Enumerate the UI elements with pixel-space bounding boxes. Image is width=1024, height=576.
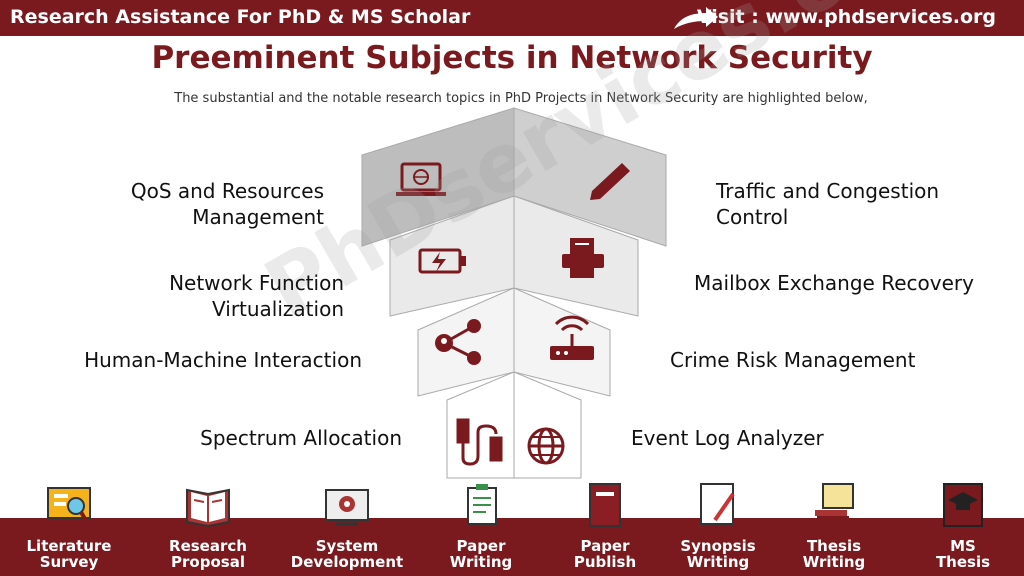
topic-spectrum: Spectrum Allocation — [200, 426, 402, 450]
topic-hmi: Human-Machine Interaction — [84, 348, 362, 372]
magnifier-board-icon — [47, 487, 91, 526]
router-icon — [550, 315, 594, 360]
arrow-icon — [674, 7, 718, 29]
scroll-books-icon — [815, 483, 854, 522]
battery-charge-icon — [418, 248, 466, 274]
footer-bar — [0, 518, 1024, 576]
graduation-cap-book-icon — [943, 483, 983, 527]
pen-paper-icon — [700, 483, 735, 525]
topic-mailbox: Mailbox Exchange Recovery — [694, 271, 974, 295]
page-subtitle: The substantial and the notable research… — [174, 91, 868, 106]
clipboard-icon — [467, 484, 497, 525]
share-icon — [435, 319, 481, 365]
page-title: Preeminent Subjects in Network Security — [151, 40, 873, 76]
pencil-icon — [590, 163, 630, 200]
printer-icon — [562, 238, 604, 278]
topic-crime: Crime Risk Management — [670, 348, 916, 372]
monitor-gear-icon — [325, 489, 369, 526]
laptop-globe-icon — [396, 162, 446, 196]
globe-icon — [527, 427, 565, 465]
topic-eventlog: Event Log Analyzer — [631, 426, 824, 450]
book-icon — [589, 483, 621, 527]
cable-icon — [456, 418, 503, 466]
website-link[interactable]: Visit : www.phdservices.org — [696, 6, 996, 28]
open-book-icon — [186, 488, 230, 528]
header-bar: Research Assistance For PhD & MS Scholar… — [0, 0, 1024, 36]
header-tagline: Research Assistance For PhD & MS Scholar — [10, 6, 471, 28]
